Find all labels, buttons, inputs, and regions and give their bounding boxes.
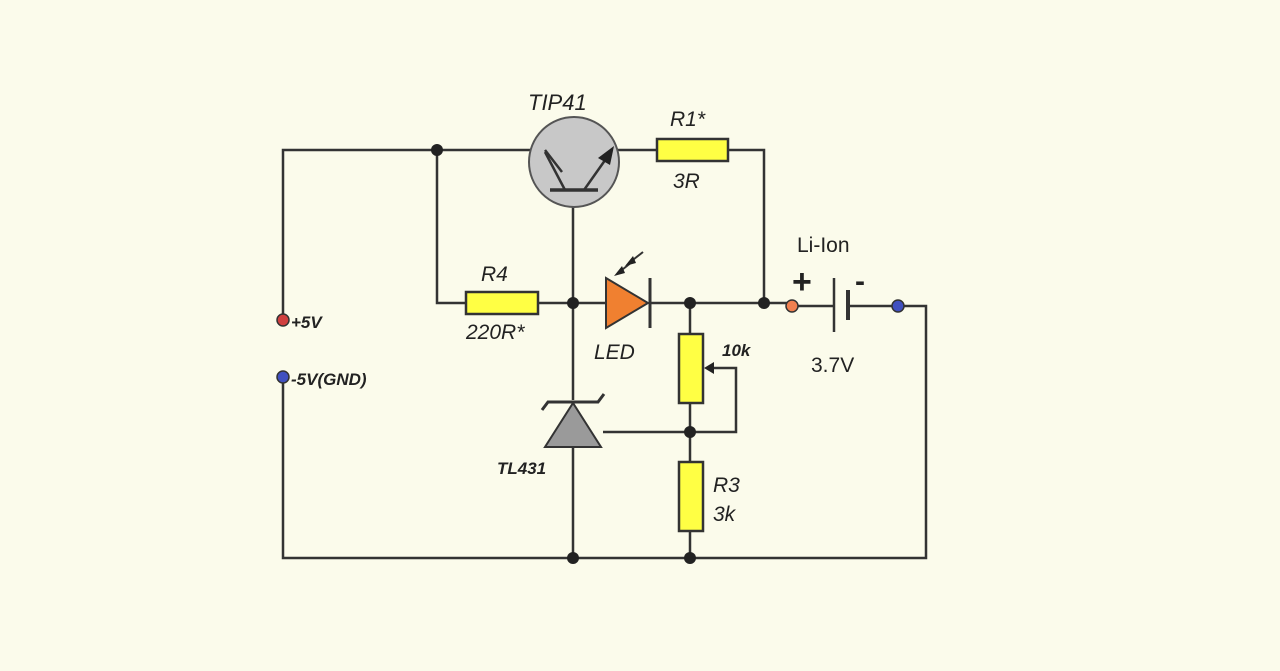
positive-terminal-label: +5V (291, 313, 323, 332)
node-top (431, 144, 443, 156)
potentiometer-10k: 10k (677, 332, 752, 405)
r4-name: R4 (481, 263, 508, 286)
r4-value: 220R* (465, 321, 525, 344)
r3-value: 3k (713, 503, 737, 526)
transistor-label: TIP41 (528, 90, 587, 115)
node-led-out (684, 297, 696, 309)
r3-name: R3 (713, 474, 740, 497)
junction-nodes (431, 144, 770, 564)
led-label: LED (594, 341, 635, 364)
battery-type: Li-Ion (797, 234, 850, 257)
r1-name: R1* (670, 108, 706, 131)
negative-terminal-label: -5V(GND) (291, 370, 367, 389)
battery-voltage: 3.7V (811, 354, 854, 377)
r1-value: 3R (673, 170, 700, 193)
zener-label: TL431 (497, 459, 546, 478)
pot-value: 10k (722, 341, 752, 360)
positive-terminal (276, 313, 290, 327)
led-diode: LED (594, 251, 652, 364)
node-bottom-left (567, 552, 579, 564)
node-r1-battery (758, 297, 770, 309)
battery-negative-terminal (891, 299, 905, 313)
resistor-r3: R3 3k (677, 460, 740, 533)
battery-plus-sign: + (792, 263, 812, 301)
battery-minus-sign: - (855, 265, 865, 298)
node-bottom-right (684, 552, 696, 564)
zener-tl431: TL431 (497, 393, 606, 478)
resistor-r4: R4 220R* (464, 263, 540, 344)
resistor-r1: R1* 3R (655, 108, 730, 193)
node-reference (684, 426, 696, 438)
transistor-tip41: TIP41 (528, 90, 620, 208)
battery-li-ion: Li-Ion + - 3.7V (790, 234, 898, 377)
node-base (567, 297, 579, 309)
terminals: +5V -5V(GND) (276, 299, 905, 389)
battery-positive-terminal (785, 299, 799, 313)
negative-terminal (276, 370, 290, 384)
